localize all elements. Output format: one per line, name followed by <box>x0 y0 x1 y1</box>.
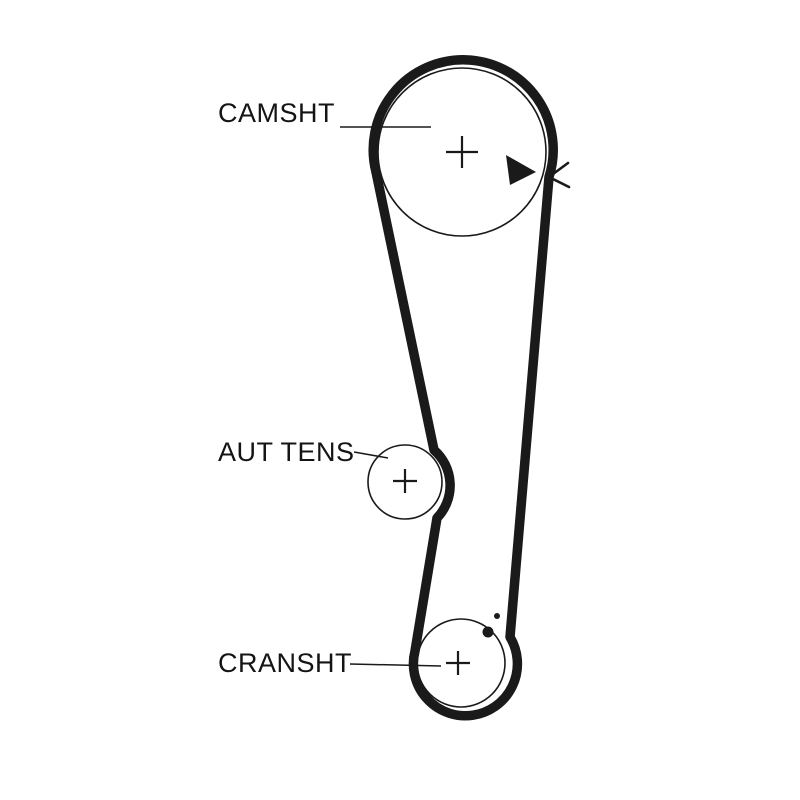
crankshaft-label: CRANSHT <box>218 648 352 678</box>
crankshaft-leader-line <box>349 663 442 667</box>
timing-belt-path <box>368 55 558 721</box>
tensioner-center-mark <box>393 469 417 493</box>
camshaft-label: CAMSHT <box>218 98 335 128</box>
camshaft-center-mark <box>446 136 478 168</box>
tensioner-pulley-circle <box>367 444 443 520</box>
tensioner-leader-line <box>353 451 389 459</box>
belt-alignment-chevron-icon <box>546 161 571 189</box>
belt-direction-arrow-icon <box>506 155 536 185</box>
tensioner-label: AUT TENS <box>218 437 355 467</box>
crankshaft-center-mark <box>446 651 470 675</box>
crankshaft-timing-dot-small <box>494 613 500 619</box>
crankshaft-timing-dot-large <box>482 626 494 638</box>
camshaft-pulley-circle <box>377 67 547 237</box>
